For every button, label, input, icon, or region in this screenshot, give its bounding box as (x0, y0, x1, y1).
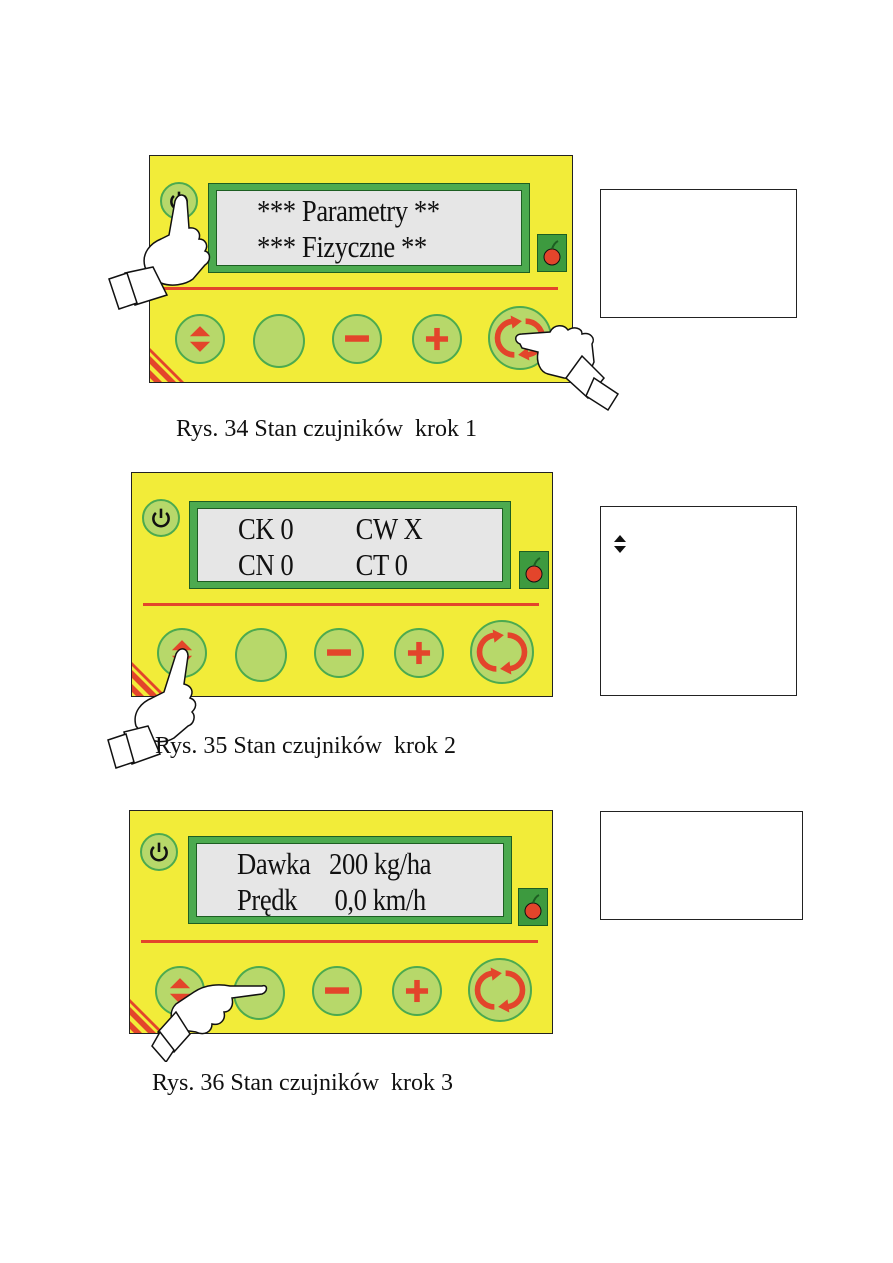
figure-caption: Rys. 34 Stan czujników krok 1 (176, 416, 478, 442)
divider-line (160, 287, 558, 290)
tomato-logo-icon (537, 234, 567, 272)
lcd-display: *** Parametry ** *** Fizyczne ** (208, 183, 530, 273)
corner-stripes (132, 662, 166, 696)
lcd-line-2: CN 0 CT 0 (238, 547, 408, 582)
lcd-line-2: Prędk 0,0 km/h (237, 882, 426, 917)
up-down-arrows-icon (189, 326, 211, 352)
plus-button[interactable] (412, 314, 462, 364)
controller-panel-fig36: Dawka 200 kg/ha Prędk 0,0 km/h (129, 810, 553, 1034)
side-box (600, 811, 803, 920)
plus-icon (425, 327, 449, 351)
cycle-arrows-icon (474, 967, 526, 1013)
plus-icon (405, 979, 429, 1003)
cycle-arrows-icon (476, 629, 528, 675)
tomato-logo-icon (518, 888, 548, 926)
minus-button[interactable] (312, 966, 362, 1016)
side-box (600, 189, 797, 318)
blank-button[interactable] (235, 628, 287, 682)
blank-button[interactable] (233, 966, 285, 1020)
cycle-button[interactable] (470, 620, 534, 684)
minus-icon (325, 987, 349, 994)
plus-button[interactable] (394, 628, 444, 678)
tomato-logo-icon (519, 551, 549, 589)
up-down-button[interactable] (175, 314, 225, 364)
minus-icon (327, 649, 351, 656)
lcd-line-1: *** Parametry ** (257, 193, 440, 228)
cycle-button[interactable] (488, 306, 552, 370)
corner-stripes (150, 348, 184, 382)
figure-caption: Rys. 35 Stan czujników krok 2 (155, 733, 457, 759)
side-box (600, 506, 797, 696)
power-button[interactable] (140, 833, 178, 871)
minus-button[interactable] (332, 314, 382, 364)
up-down-arrows-icon (614, 535, 626, 553)
figure-caption: Rys. 36 Stan czujników krok 3 (152, 1070, 454, 1096)
power-button[interactable] (142, 499, 180, 537)
power-button[interactable] (160, 182, 198, 220)
divider-line (141, 940, 538, 943)
power-icon (150, 842, 168, 862)
lcd-display: Dawka 200 kg/ha Prędk 0,0 km/h (188, 836, 512, 924)
controller-panel-fig35: CK 0 CW X CN 0 CT 0 (131, 472, 553, 697)
power-icon (170, 191, 188, 211)
lcd-line-1: Dawka 200 kg/ha (237, 846, 432, 881)
minus-button[interactable] (314, 628, 364, 678)
minus-icon (345, 335, 369, 342)
divider-line (143, 603, 539, 606)
cycle-button[interactable] (468, 958, 532, 1022)
power-icon (152, 508, 170, 528)
plus-icon (407, 641, 431, 665)
lcd-display: CK 0 CW X CN 0 CT 0 (189, 501, 511, 589)
lcd-line-1: CK 0 CW X (238, 511, 423, 546)
lcd-line-2: *** Fizyczne ** (257, 229, 427, 264)
blank-button[interactable] (253, 314, 305, 368)
plus-button[interactable] (392, 966, 442, 1016)
corner-stripes (130, 999, 164, 1033)
cycle-arrows-icon (494, 315, 546, 361)
controller-panel-fig34: *** Parametry ** *** Fizyczne ** (149, 155, 573, 383)
